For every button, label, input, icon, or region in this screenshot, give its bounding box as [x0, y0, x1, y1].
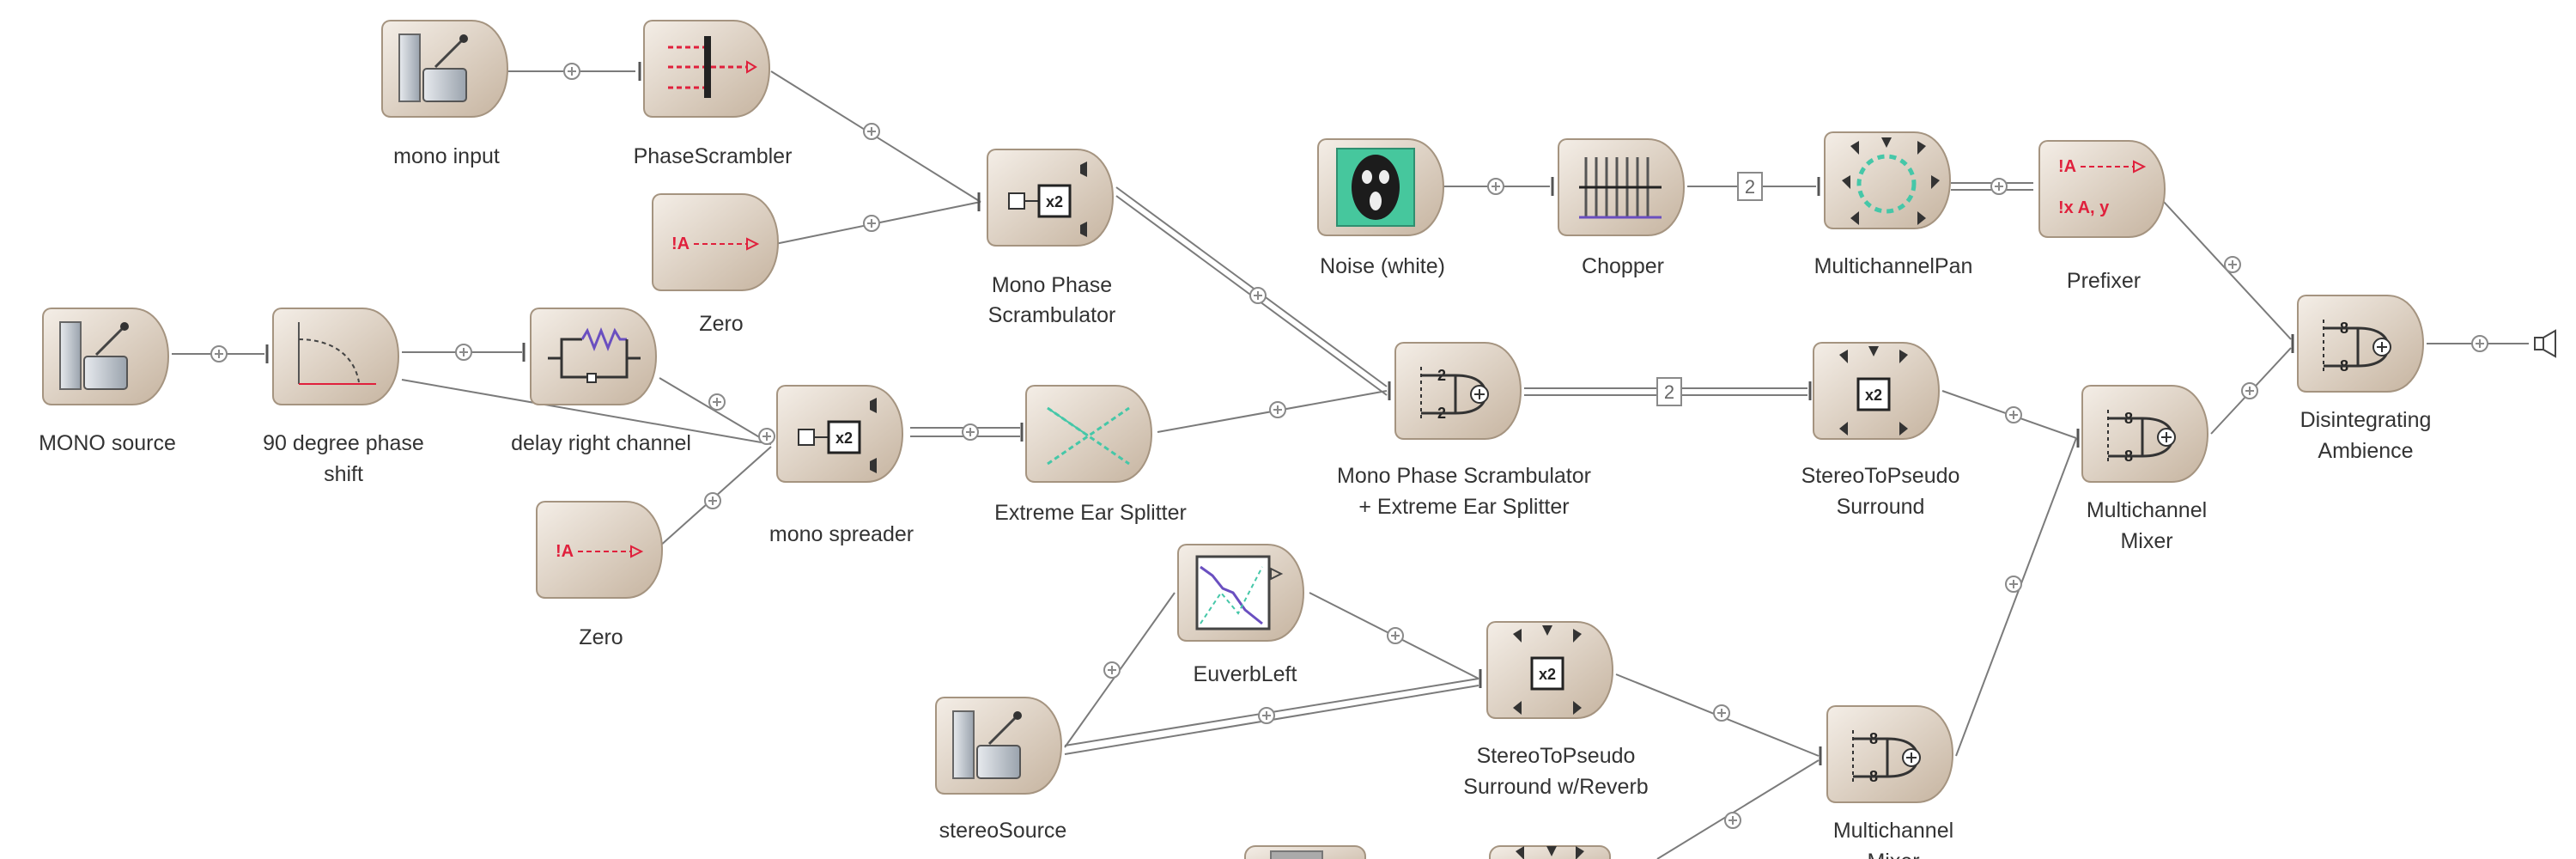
svg-text:!A: !A	[2058, 157, 2076, 176]
node-multichannel-mixer-2-label-2: Mixer	[1867, 850, 1919, 859]
node-mono-phase-scrambulator[interactable]: x2	[987, 149, 1114, 247]
node-euverb-left[interactable]	[1177, 544, 1304, 642]
node-multichannel-pan[interactable]	[1824, 131, 1951, 229]
node-zero-top[interactable]: !A	[652, 193, 779, 291]
delay-resistor-icon	[548, 326, 641, 383]
node-extreme-ear-splitter[interactable]	[1025, 385, 1152, 483]
node-phase-shift-90[interactable]	[272, 308, 399, 405]
node-extreme-ear-splitter-label: Extreme Ear Splitter	[994, 501, 1187, 525]
channel-badge-mixer-surround: 2	[1656, 377, 1682, 406]
svg-text:!A: !A	[671, 235, 690, 253]
node-phase-shift-90-label-2: shift	[324, 462, 363, 486]
input-ports	[265, 62, 2294, 765]
svg-text:!A: !A	[556, 542, 574, 561]
node-mono-spreader-label: mono spreader	[769, 522, 914, 546]
reverb-graph-icon	[1195, 555, 1284, 631]
mixer-plus-icon: 8 8	[2323, 320, 2391, 375]
svg-text:2: 2	[1745, 176, 1755, 198]
node-stereo-to-pseudo-surround-reverb-label-2: Surround w/Reverb	[1463, 775, 1648, 799]
phase-scramble-icon	[668, 36, 757, 98]
node-stereo-to-pseudo-surround-label-2: Surround	[1837, 495, 1925, 519]
node-phase-shift-90-label-1: 90 degree phase	[263, 431, 424, 455]
prefix-arrow-icon: !A	[671, 235, 760, 253]
node-multichannel-mixer-1-label-1: Multichannel	[2087, 498, 2207, 522]
scream-face-icon	[1336, 148, 1415, 227]
microphone-stand-icon	[59, 321, 129, 390]
node-zero-bottom-label: Zero	[579, 625, 623, 649]
node-mono-input[interactable]	[381, 20, 508, 118]
crossing-lines-icon	[1047, 406, 1130, 466]
node-multichannel-pan-label: MultichannelPan	[1814, 254, 1973, 278]
node-euverb-left-label: EuverbLeft	[1194, 662, 1297, 686]
node-multichannel-mixer-2-label-1: Multichannel	[1833, 819, 1953, 843]
node-stereo-to-pseudo-surround-label-1: StereoToPseudo	[1801, 464, 1960, 488]
node-phase-scrambler[interactable]	[643, 20, 770, 118]
node-multichannel-mixer-1-label-2: Mixer	[2120, 529, 2172, 553]
node-noise-white[interactable]	[1317, 138, 1444, 236]
node-mono-spreader[interactable]: x2	[776, 385, 903, 483]
node-stereo-source-label: stereoSource	[939, 819, 1067, 843]
pan-circle-icon	[1842, 137, 1940, 225]
node-mono-phase-scrambulator-label-2: Scrambulator	[988, 303, 1116, 327]
mixer-plus-icon: 8 8	[2107, 410, 2176, 465]
chopper-icon	[1579, 157, 1662, 219]
node-disintegrating-ambience-label-1: Disintegrating	[2300, 408, 2432, 432]
node-noise-white-label: Noise (white)	[1320, 254, 1445, 278]
wires	[172, 63, 2529, 859]
svg-text:x2: x2	[1046, 193, 1063, 210]
svg-text:!x A, y: !x A, y	[2058, 198, 2110, 217]
splitter-x2-icon: x2	[798, 398, 877, 473]
mixer-plus-icon: 8 8	[1852, 730, 1921, 785]
splitter-x2-icon: x2	[1008, 161, 1087, 237]
node-mono-source-label: MONO source	[39, 431, 176, 455]
node-mono-source[interactable]	[42, 308, 169, 405]
node-phase-scrambler-label: PhaseScrambler	[634, 144, 793, 168]
surround-x2-icon: x2	[1839, 346, 1908, 436]
node-multichannel-mixer-2[interactable]: 8 8	[1826, 705, 1953, 803]
node-delay-right-channel[interactable]	[530, 308, 657, 405]
microphone-stand-icon	[398, 34, 468, 102]
node-stereo-source[interactable]	[935, 697, 1062, 795]
channel-badge-chopper-pan: 2	[1737, 172, 1763, 201]
node-prefixer-label: Prefixer	[2067, 269, 2141, 293]
node-chopper[interactable]	[1558, 138, 1685, 236]
node-stereo-to-pseudo-surround[interactable]: x2	[1813, 342, 1940, 440]
node-mono-input-label: mono input	[393, 144, 500, 168]
prefix-arrow-icon: !A	[556, 542, 644, 561]
node-partial-bottom-left[interactable]	[1244, 845, 1366, 859]
node-mono-phase-scrambulator-label-1: Mono Phase	[992, 273, 1112, 297]
node-disintegrating-ambience[interactable]: 8 8	[2297, 295, 2424, 393]
node-zero-top-label: Zero	[699, 312, 743, 336]
node-delay-right-channel-label: delay right channel	[511, 431, 691, 455]
mixer-plus-icon: 2 2	[1420, 367, 1489, 422]
phase-curve-icon	[298, 322, 376, 385]
svg-text:2: 2	[1664, 381, 1674, 403]
svg-text:x2: x2	[1539, 666, 1556, 683]
node-zero-bottom[interactable]: !A	[536, 501, 663, 599]
node-chopper-label: Chopper	[1582, 254, 1664, 278]
microphone-stand-icon	[952, 710, 1022, 779]
node-stereo-to-pseudo-surround-reverb[interactable]: x2	[1486, 621, 1613, 719]
prefixer-icon: !A !x A, y	[2058, 157, 2147, 217]
speaker-output-icon[interactable]	[2534, 329, 2556, 358]
surround-x2-icon: x2	[1513, 625, 1582, 715]
node-mono-phase-plus-ear-label-1: Mono Phase Scrambulator	[1337, 464, 1591, 488]
node-prefixer[interactable]: !A !x A, y	[2038, 140, 2166, 238]
node-multichannel-mixer-1[interactable]: 8 8	[2081, 385, 2208, 483]
node-stereo-to-pseudo-surround-reverb-label-1: StereoToPseudo	[1477, 744, 1636, 768]
svg-text:x2: x2	[1865, 387, 1882, 404]
node-mono-phase-plus-ear-label-2: + Extreme Ear Splitter	[1358, 495, 1569, 519]
svg-text:x2: x2	[835, 430, 853, 447]
node-partial-bottom-right[interactable]	[1489, 845, 1611, 859]
node-mono-phase-plus-ear[interactable]: 2 2	[1394, 342, 1522, 440]
node-disintegrating-ambience-label-2: Ambience	[2318, 439, 2413, 463]
